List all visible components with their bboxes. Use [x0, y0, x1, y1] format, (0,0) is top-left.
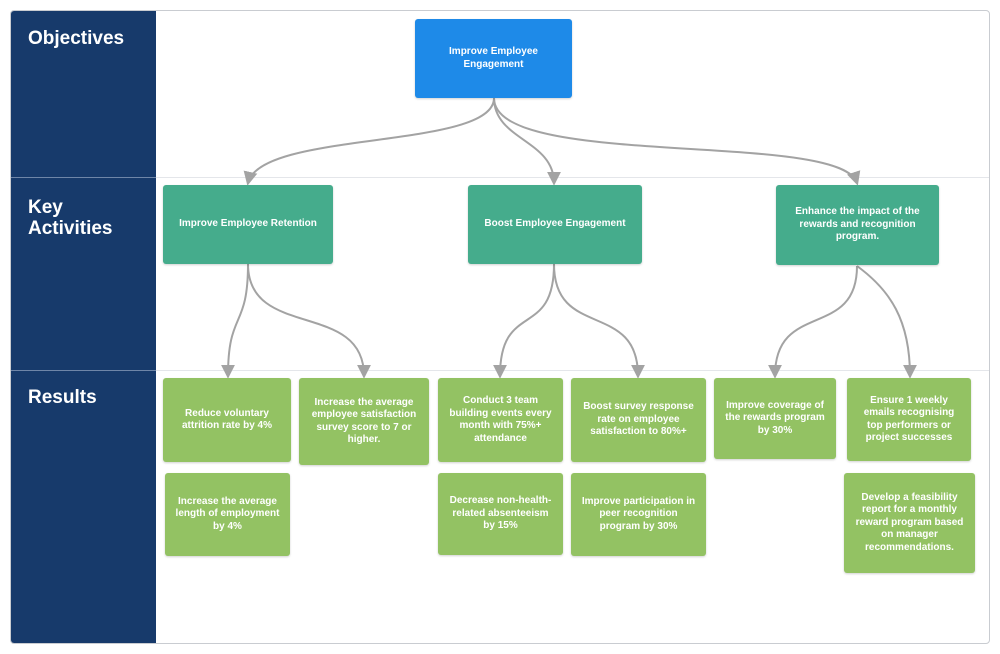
result-node-survey-response: Boost survey response rate on employee s… [571, 378, 706, 462]
result-node-feasibility-report: Develop a feasibility report for a month… [844, 473, 975, 573]
activity-node-rewards-recognition: Enhance the impact of the rewards and re… [776, 185, 939, 265]
result-node-weekly-emails: Ensure 1 weekly emails recognising top p… [847, 378, 971, 461]
activity-node-boost-engagement: Boost Employee Engagement [468, 185, 642, 264]
row-divider [156, 177, 989, 178]
result-node-peer-recognition: Improve participation in peer recognitio… [571, 473, 706, 556]
section-sidebar: Objectives Key Activities Results [11, 11, 156, 643]
section-label-key-activities-line1: Key [28, 197, 63, 218]
section-label-results: Results [28, 387, 97, 408]
section-label-key-activities: Key Activities [28, 197, 112, 239]
result-node-rewards-coverage: Improve coverage of the rewards program … [714, 378, 836, 459]
section-label-objectives: Objectives [28, 28, 125, 49]
result-node-absenteeism: Decrease non-health-related absenteeism … [438, 473, 563, 555]
sidebar-divider [11, 370, 156, 371]
result-node-satisfaction-score: Increase the average employee satisfacti… [299, 378, 429, 465]
result-node-team-building: Conduct 3 team building events every mon… [438, 378, 563, 462]
sidebar-divider [11, 177, 156, 178]
result-node-employment-length: Increase the average length of employmen… [165, 473, 290, 556]
activity-node-improve-retention: Improve Employee Retention [163, 185, 333, 264]
objective-node: Improve Employee Engagement [415, 19, 572, 98]
row-divider [156, 370, 989, 371]
result-node-reduce-attrition: Reduce voluntary attrition rate by 4% [163, 378, 291, 462]
section-label-key-activities-line2: Activities [28, 218, 113, 239]
